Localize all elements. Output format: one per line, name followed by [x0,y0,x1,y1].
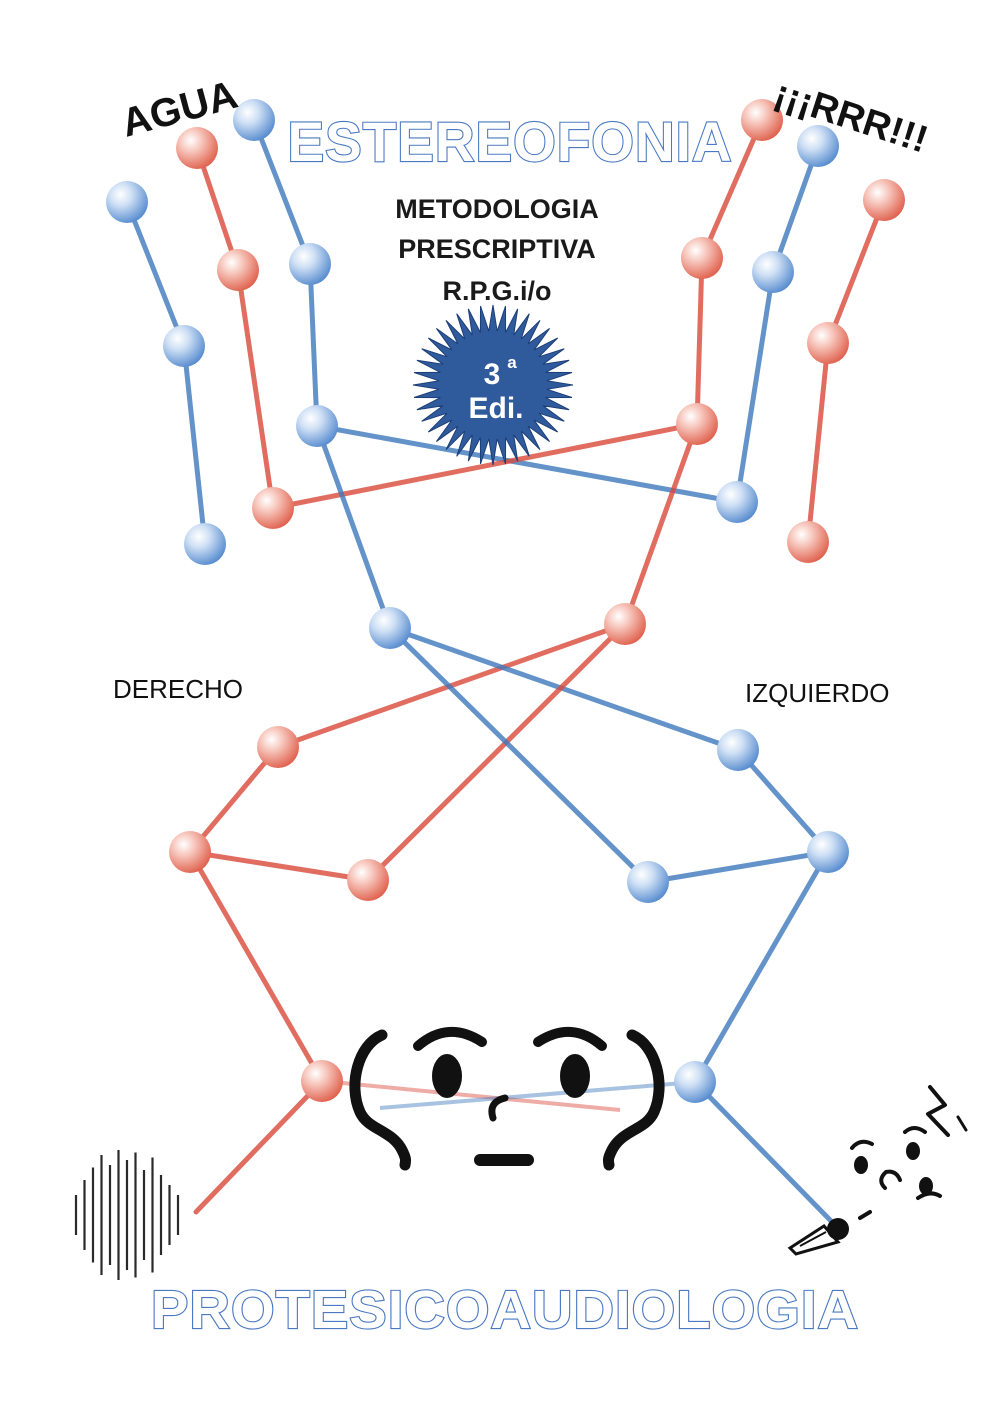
red-node-r7 [807,322,849,364]
red-node-r6 [681,237,723,279]
red-node-r5 [863,179,905,221]
blue-node-b2 [106,181,148,223]
blue-node-b3 [289,243,331,285]
blue-link-9 [734,269,776,505]
faint-link-1 [379,1080,696,1110]
blue-node-b6 [184,523,226,565]
blue-link-14 [314,423,393,631]
red-node-r4 [741,99,783,141]
red-node-r13 [347,859,389,901]
blue-link-19 [735,747,831,855]
blue-node-b9 [716,481,758,523]
microphone-icon [787,1218,849,1256]
blue-link-12 [314,423,740,505]
red-node-r1 [176,127,218,169]
red-link-15 [622,421,700,627]
red-link-11 [694,255,705,427]
badge-edition-label: Edi. [468,392,523,425]
red-node-r11 [257,726,299,768]
red-node-r3 [252,487,294,529]
bottom-title: PROTESICOAUDIOLOGIA [151,1280,859,1340]
sound-wave-icon [74,1150,180,1280]
red-link-22 [365,621,628,883]
blue-link-0 [124,199,187,349]
red-node-r8 [676,403,718,445]
red-node-r12 [169,831,211,873]
faint-link-0 [321,1079,621,1112]
red-link-6 [825,197,887,346]
left-side-label: DERECHO [113,674,243,704]
red-link-3 [235,267,276,511]
network-links [124,117,887,1225]
subtitle-line-2: PRESCRIPTIVA [398,234,596,264]
blue-link-21 [645,849,831,885]
blue-link-17 [387,625,741,753]
face-ears-icon [349,1026,665,1171]
blue-node-b13 [807,831,849,873]
red-link-7 [805,340,831,545]
red-node-r14 [301,1060,343,1102]
blue-link-4 [251,117,313,267]
blue-link-27 [692,1079,835,1225]
red-node-r9 [787,521,829,563]
left-word-agua: AGUA [117,73,242,146]
blue-link-1 [181,343,208,547]
right-side-label: IZQUIERDO [745,678,889,708]
blue-link-5 [307,261,320,429]
blue-node-b12 [627,861,669,903]
right-word-rrr: ¡¡¡RRR!!! [769,73,932,162]
red-link-26 [193,1078,325,1215]
red-link-2 [194,145,241,273]
blue-link-8 [770,143,821,275]
starburst-badge-icon: 3 a Edi. [412,304,574,466]
top-title: ESTEREOFONIA [288,110,733,173]
red-link-10 [699,117,765,261]
network-nodes [106,99,905,1103]
blue-node-b11 [717,729,759,771]
blue-link-25 [692,849,831,1085]
blue-node-b4 [163,325,205,367]
blue-node-b14 [674,1061,716,1103]
singing-face-icon [850,1085,968,1220]
subtitle-line-3: R.P.G.i/o [442,276,551,306]
red-node-r2 [217,249,259,291]
red-link-24 [187,849,325,1084]
subtitle-line-1: METODOLOGIA [395,194,599,224]
red-link-20 [187,849,371,883]
badge-edition-number: 3 [484,358,501,391]
blue-node-b1 [233,99,275,141]
blue-node-b8 [752,251,794,293]
blue-node-b5 [296,405,338,447]
blue-node-b7 [797,125,839,167]
red-link-18 [187,744,281,855]
badge-edition-superscript: a [507,353,517,372]
blue-node-b10 [369,607,411,649]
red-node-r10 [604,603,646,645]
blue-link-23 [387,625,651,885]
